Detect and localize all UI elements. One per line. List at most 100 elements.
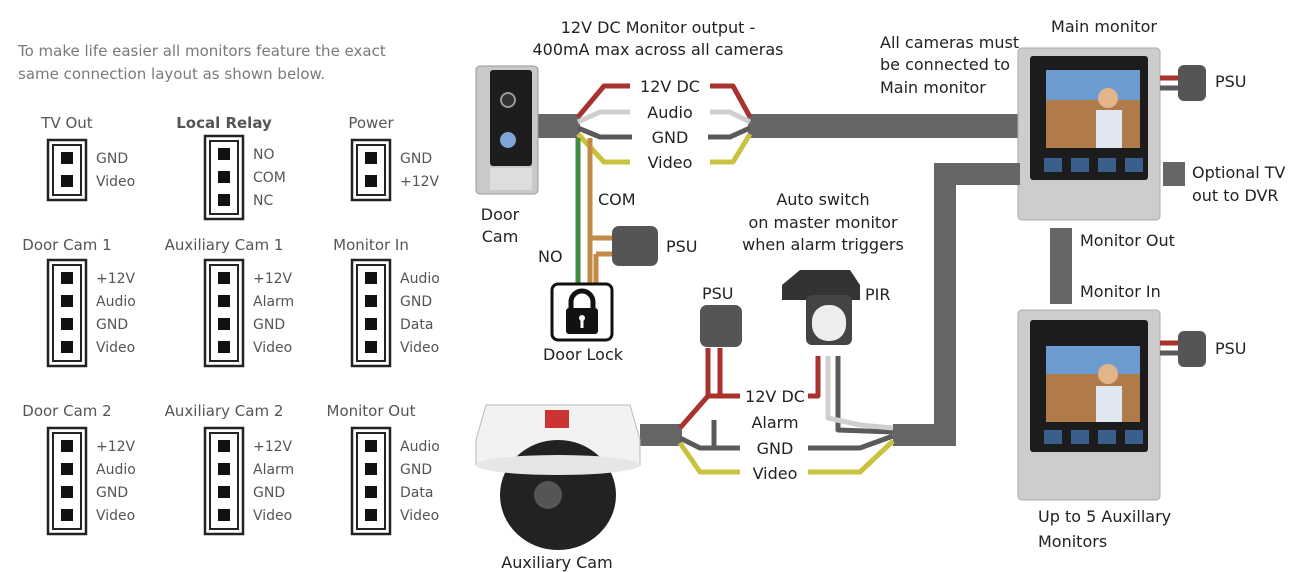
tv-out-cable	[1163, 162, 1185, 186]
connector-title: Auxiliary Cam 2	[165, 402, 284, 420]
aux-monitors-note-2: Monitors	[1038, 532, 1107, 551]
wire-label-audio: Audio	[647, 103, 692, 122]
connector-pin	[218, 148, 230, 160]
auto-switch-note-1: Auto switch	[776, 190, 869, 209]
connector-pin	[365, 463, 377, 475]
connector-pin	[218, 440, 230, 452]
connector-pin	[61, 318, 73, 330]
wire-com	[587, 138, 614, 292]
connector-pin	[218, 486, 230, 498]
pin-label: Audio	[96, 294, 136, 310]
pin-label: Video	[400, 340, 439, 356]
aux-cam-cable	[640, 424, 682, 446]
connector-pin	[61, 152, 73, 164]
pin-label: Video	[96, 174, 135, 190]
pin-label: Audio	[400, 439, 440, 455]
pin-label: Video	[96, 508, 135, 524]
pin-label: Video	[400, 508, 439, 524]
door-cam-device	[475, 65, 539, 195]
pin-label: +12V	[96, 271, 136, 287]
pin-label: COM	[253, 170, 286, 186]
connector-pin	[218, 295, 230, 307]
pin-label: GND	[400, 151, 432, 167]
connector-pin	[61, 486, 73, 498]
connector-pin	[218, 463, 230, 475]
aux-wire-video	[677, 439, 895, 475]
aux-psu-label: PSU	[1215, 339, 1247, 358]
door-cam-wires	[576, 83, 753, 165]
pin-label: GND	[400, 462, 432, 478]
connector-pin	[61, 175, 73, 187]
aux-dome-camera	[475, 404, 641, 550]
all-cameras-note-2: be connected to	[880, 55, 1010, 74]
pin-label: +12V	[400, 174, 440, 190]
wire-label-gnd: GND	[652, 128, 689, 147]
monitor-out-label: Monitor Out	[1080, 231, 1175, 250]
pin-label: Alarm	[253, 462, 294, 478]
pin-label: GND	[400, 294, 432, 310]
door-lock-label: Door Lock	[543, 345, 624, 364]
connector-title: Door Cam 1	[22, 236, 111, 254]
no-label: NO	[538, 247, 563, 266]
connector-inner-frame	[52, 264, 82, 362]
pin-label: GND	[96, 151, 128, 167]
aux-psu-label-2: PSU	[702, 284, 734, 303]
door-lock-icon	[550, 282, 614, 342]
monitor-link-cable	[1050, 228, 1072, 304]
connector-title: Power	[348, 114, 394, 132]
connector-pin	[365, 486, 377, 498]
connector-inner-frame	[356, 264, 386, 362]
power-note-line-1: 12V DC Monitor output -	[561, 18, 756, 37]
relay-psu-label: PSU	[666, 237, 698, 256]
connector-pin	[218, 272, 230, 284]
wire-audio	[576, 109, 752, 125]
connector-title: Local Relay	[176, 114, 272, 132]
connector-inner-frame	[52, 144, 82, 196]
pin-label: GND	[253, 317, 285, 333]
pin-label: NC	[253, 193, 273, 209]
relay-psu	[612, 226, 658, 266]
main-monitor-device	[1017, 47, 1161, 221]
pir-sensor-icon	[782, 270, 860, 345]
pir-label: PIR	[865, 285, 890, 304]
connector-pin	[61, 341, 73, 353]
pin-label: GND	[96, 485, 128, 501]
connector-pin	[61, 440, 73, 452]
pin-label: +12V	[253, 271, 293, 287]
wire-gnd	[577, 125, 752, 140]
aux-cam-wires	[677, 348, 895, 475]
connector-pin	[365, 341, 377, 353]
wire-12v	[576, 83, 753, 119]
main-monitor-psu	[1178, 65, 1206, 101]
connector-pin	[218, 194, 230, 206]
power-note-line-2: 400mA max across all cameras	[532, 40, 783, 59]
wire-label-12v: 12V DC	[640, 77, 700, 96]
aux-wire-label-alarm: Alarm	[751, 413, 798, 432]
intro-line-2: same connection layout as shown below.	[18, 65, 325, 83]
connector-pin	[218, 341, 230, 353]
pin-label: NO	[253, 147, 275, 163]
connector-pin	[218, 509, 230, 521]
aux-wire-12v	[678, 348, 740, 430]
connector-pin	[365, 318, 377, 330]
connector-pin	[365, 509, 377, 521]
connector-pin	[61, 295, 73, 307]
door-cam-label-2: Cam	[482, 227, 519, 246]
connector-housing	[350, 138, 392, 202]
main-monitor-label: Main monitor	[1051, 17, 1157, 36]
connector-title: Monitor In	[333, 236, 409, 254]
connector-pin	[218, 318, 230, 330]
pin-label: GND	[96, 317, 128, 333]
connector-inner-frame	[52, 432, 82, 530]
connector-pin	[365, 440, 377, 452]
aux-wire-label-video: Video	[753, 464, 798, 483]
